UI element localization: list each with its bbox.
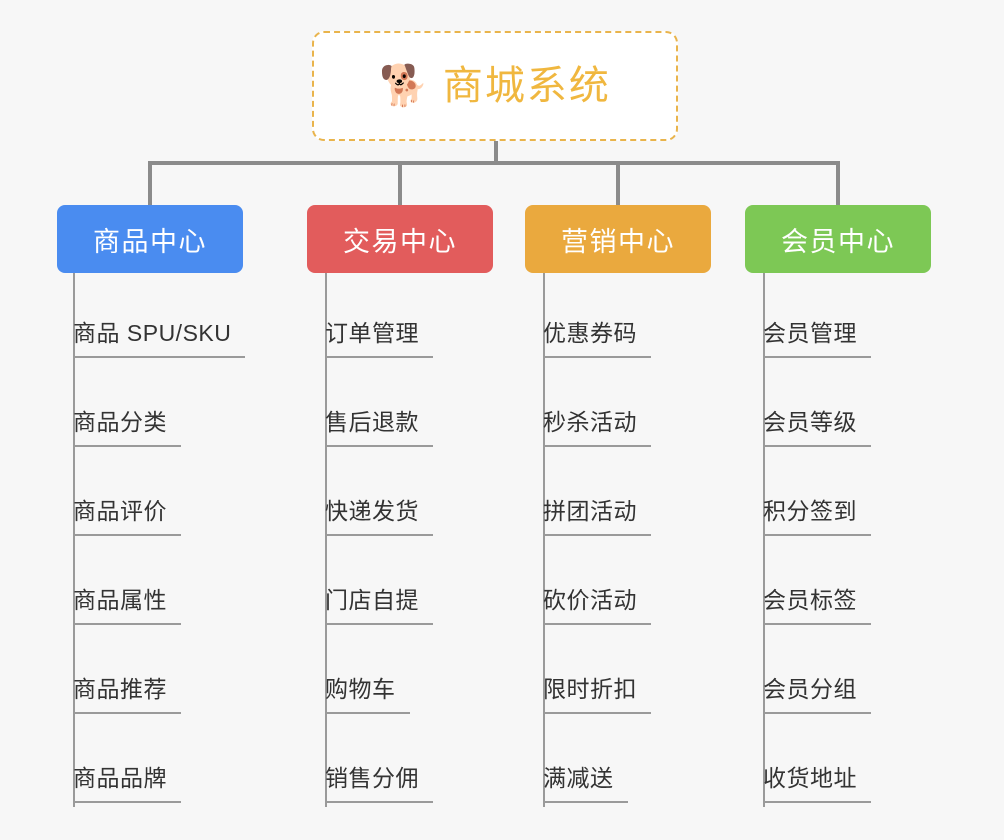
leaf-list: 会员管理会员等级积分签到会员标签会员分组收货地址 <box>745 273 871 807</box>
leaf-item[interactable]: 商品推荐 <box>73 629 245 718</box>
leaf-item[interactable]: 订单管理 <box>325 273 433 362</box>
category-box-2[interactable]: 交易中心 <box>307 205 493 273</box>
branch-column-2: 交易中心订单管理售后退款快递发货门店自提购物车销售分佣 <box>307 205 493 807</box>
leaf-item-label: 会员管理 <box>763 314 871 358</box>
leaf-list: 商品 SPU/SKU 商品分类商品评价商品属性商品推荐商品品牌 <box>57 273 246 807</box>
leaf-item-label: 满减送 <box>543 759 628 803</box>
leaf-item[interactable]: 拼团活动 <box>543 451 651 540</box>
leaf-item-label: 限时折扣 <box>543 670 651 714</box>
branch-drop-connector <box>398 161 402 205</box>
leaf-item[interactable]: 限时折扣 <box>543 629 651 718</box>
column-trunk-line <box>543 273 545 807</box>
leaf-item-label: 优惠券码 <box>543 314 651 358</box>
leaf-item-label: 商品分类 <box>73 403 181 447</box>
column-trunk-line <box>763 273 765 807</box>
category-label: 交易中心 <box>343 226 457 257</box>
category-box-3[interactable]: 营销中心 <box>525 205 711 273</box>
branch-drop-connector <box>836 161 840 205</box>
leaf-item-label: 订单管理 <box>325 314 433 358</box>
category-label: 商品中心 <box>93 226 207 257</box>
leaf-item[interactable]: 商品属性 <box>73 540 245 629</box>
category-label: 营销中心 <box>561 226 675 257</box>
leaf-item-label: 销售分佣 <box>325 759 433 803</box>
leaf-item[interactable]: 优惠券码 <box>543 273 651 362</box>
root-node-shop-system[interactable]: 🐕 商城系统 <box>312 31 678 141</box>
leaf-item[interactable]: 商品评价 <box>73 451 245 540</box>
leaf-item[interactable]: 收货地址 <box>763 718 871 807</box>
column-trunk-line <box>73 273 75 807</box>
leaf-item[interactable]: 快递发货 <box>325 451 433 540</box>
leaf-item[interactable]: 积分签到 <box>763 451 871 540</box>
leaf-item[interactable]: 砍价活动 <box>543 540 651 629</box>
root-connector-bus <box>148 161 836 165</box>
leaf-item-label: 收货地址 <box>763 759 871 803</box>
leaf-item[interactable]: 商品 SPU/SKU <box>73 273 246 362</box>
leaf-item-label: 商品属性 <box>73 581 181 625</box>
leaf-item-label: 售后退款 <box>325 403 433 447</box>
leaf-item[interactable]: 售后退款 <box>325 362 433 451</box>
leaf-item-label: 砍价活动 <box>543 581 651 625</box>
branch-drop-connector <box>148 161 152 205</box>
leaf-item[interactable]: 商品品牌 <box>73 718 245 807</box>
leaf-item-label: 会员标签 <box>763 581 871 625</box>
leaf-item-label: 积分签到 <box>763 492 871 536</box>
column-trunk-line <box>325 273 327 807</box>
category-label: 会员中心 <box>781 226 895 257</box>
category-box-1[interactable]: 商品中心 <box>57 205 243 273</box>
root-node-title: 商城系统 <box>442 64 611 108</box>
category-box-4[interactable]: 会员中心 <box>745 205 931 273</box>
leaf-item[interactable]: 会员管理 <box>763 273 871 362</box>
leaf-item-label: 门店自提 <box>325 581 433 625</box>
leaf-item-label: 拼团活动 <box>543 492 651 536</box>
leaf-item[interactable]: 门店自提 <box>325 540 433 629</box>
leaf-item[interactable]: 商品分类 <box>73 362 245 451</box>
leaf-item[interactable]: 购物车 <box>325 629 433 718</box>
leaf-item[interactable]: 会员标签 <box>763 540 871 629</box>
shiba-dog-face-icon: 🐕 <box>379 63 429 109</box>
leaf-item-label: 快递发货 <box>325 492 433 536</box>
leaf-item[interactable]: 满减送 <box>543 718 651 807</box>
leaf-list: 优惠券码秒杀活动拼团活动砍价活动限时折扣满减送 <box>525 273 651 807</box>
leaf-item-label: 商品评价 <box>73 492 181 536</box>
leaf-item-label: 商品推荐 <box>73 670 181 714</box>
leaf-item[interactable]: 会员等级 <box>763 362 871 451</box>
leaf-item-label: 购物车 <box>325 670 410 714</box>
leaf-item-label: 秒杀活动 <box>543 403 651 447</box>
leaf-item[interactable]: 销售分佣 <box>325 718 433 807</box>
leaf-item[interactable]: 秒杀活动 <box>543 362 651 451</box>
leaf-item-label: 商品品牌 <box>73 759 181 803</box>
root-connector-stem <box>494 141 498 165</box>
branch-column-1: 商品中心商品 SPU/SKU 商品分类商品评价商品属性商品推荐商品品牌 <box>57 205 246 807</box>
branch-column-3: 营销中心优惠券码秒杀活动拼团活动砍价活动限时折扣满减送 <box>525 205 711 807</box>
branch-column-4: 会员中心会员管理会员等级积分签到会员标签会员分组收货地址 <box>745 205 931 807</box>
leaf-item-label: 商品 SPU/SKU <box>73 314 246 358</box>
leaf-item-label: 会员分组 <box>763 670 871 714</box>
leaf-list: 订单管理售后退款快递发货门店自提购物车销售分佣 <box>307 273 433 807</box>
leaf-item-label: 会员等级 <box>763 403 871 447</box>
leaf-item[interactable]: 会员分组 <box>763 629 871 718</box>
branch-drop-connector <box>616 161 620 205</box>
